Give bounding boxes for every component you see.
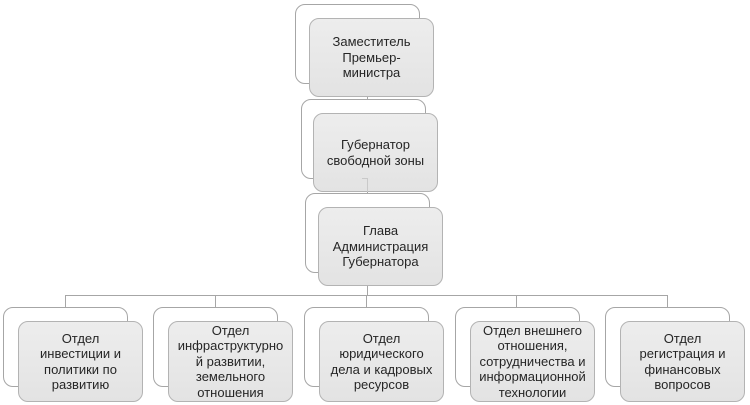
connector-stub-registration <box>667 295 668 308</box>
org-node-dept-registration: Отдел регистрация и финансовых вопросов <box>620 321 745 402</box>
connector-elbow-notch <box>362 178 368 179</box>
org-node-dept-investment: Отдел инвестиции и политики по развитию <box>18 321 143 402</box>
node-label-governor: Губернатор свободной зоны <box>326 137 425 168</box>
org-node-dept-infrastructure: Отдел инфраструктурно й развитии, земель… <box>168 321 293 402</box>
org-node-dept-external: Отдел внешнего отношения, сотрудничества… <box>470 321 595 402</box>
node-label-dept-legal: Отдел юридического дела и кадровых ресур… <box>330 330 433 393</box>
node-label-head-admin: Глава Администрация Губернатора <box>332 223 429 270</box>
org-node-head-admin: Глава Администрация Губернатора <box>318 207 443 286</box>
org-node-dept-legal: Отдел юридического дела и кадровых ресур… <box>319 321 444 402</box>
org-node-governor: Губернатор свободной зоны <box>313 113 438 192</box>
org-node-deputy-pm: Заместитель Премьер- министра <box>309 18 434 97</box>
node-label-deputy-pm: Заместитель Премьер- министра <box>332 34 411 81</box>
node-label-dept-registration: Отдел регистрация и финансовых вопросов <box>639 330 726 393</box>
connector-stub-investment <box>65 295 66 308</box>
node-label-dept-investment: Отдел инвестиции и политики по развитию <box>40 330 121 393</box>
connector-stub-legal <box>366 295 367 308</box>
connector-elbow-notch-vertical <box>367 178 368 192</box>
connector-stub-infrastructure <box>215 295 216 308</box>
connector-stub-external <box>516 295 517 308</box>
node-label-dept-infrastructure: Отдел инфраструктурно й развитии, земель… <box>177 322 284 400</box>
node-label-dept-external: Отдел внешнего отношения, сотрудничества… <box>479 322 586 400</box>
